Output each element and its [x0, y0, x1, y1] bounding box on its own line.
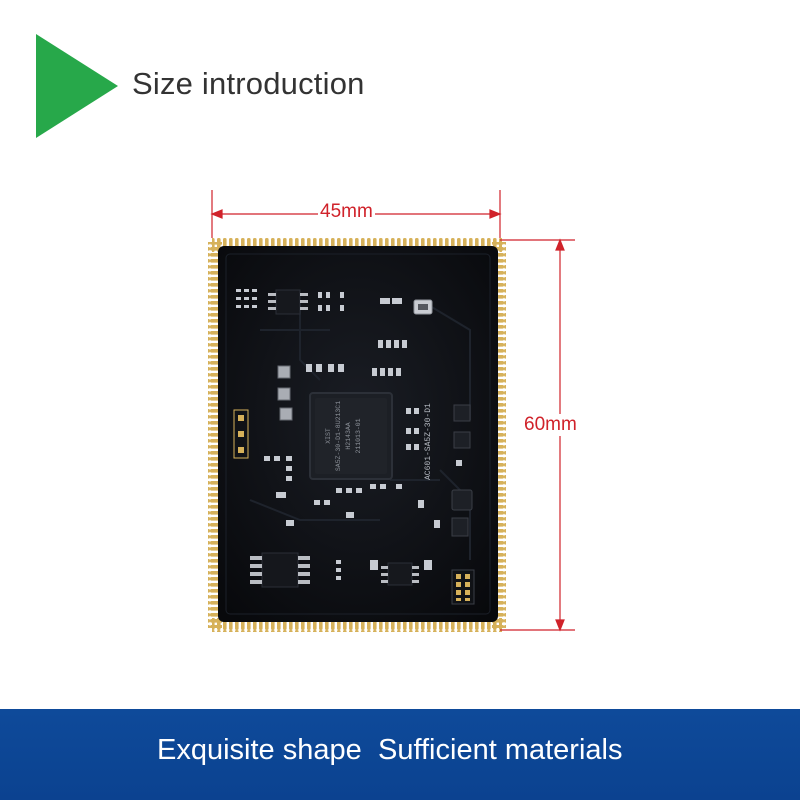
header-p1 — [233, 409, 249, 459]
width-dimension-label: 45mm — [318, 201, 375, 223]
banner-right-text: Sufficient materials — [378, 734, 623, 766]
board-model-label: AC601-SA5Z-30-D1 — [424, 403, 433, 480]
header-p2 — [451, 569, 475, 605]
chip-marking-line1: XIST — [325, 428, 332, 444]
banner-left-text: Exquisite shape — [157, 734, 362, 766]
bottom-banner: Exquisite shape Sufficient materials — [0, 709, 800, 800]
inductor-l1 — [451, 489, 473, 511]
ic-u3 — [250, 552, 310, 588]
chip-marking-line3: H2143AA — [345, 422, 352, 449]
chip-marking-line2: SA5Z-30-D1-8U213C1 — [335, 401, 342, 471]
chip-marking-line4: 211013-01 — [355, 418, 362, 453]
ic-u7 — [381, 562, 419, 586]
height-dimension-label: 60mm — [522, 414, 579, 436]
board-illustration: XIST SA5Z-30-D1-8U213C1 H2143AA 211013-0… — [208, 190, 575, 632]
ic-u2 — [268, 289, 308, 315]
main-chip — [309, 392, 393, 480]
play-arrow-icon — [36, 34, 118, 138]
board-photo-area: XIST SA5Z-30-D1-8U213C1 H2143AA 211013-0… — [208, 190, 579, 632]
page-title: Size introduction — [132, 66, 365, 101]
